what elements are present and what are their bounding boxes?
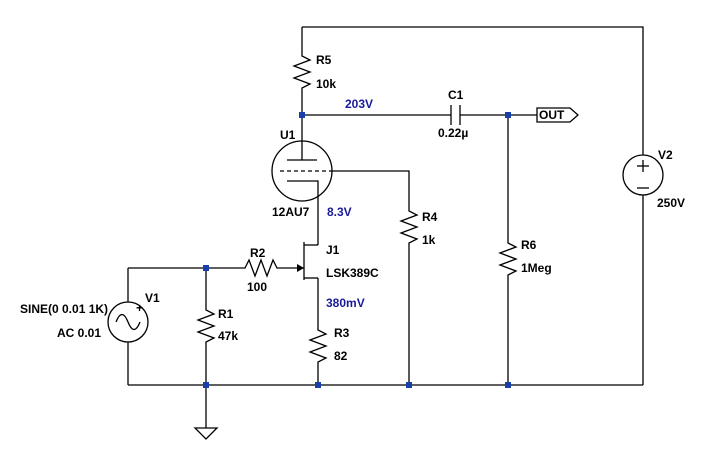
r2-value: 100	[247, 280, 267, 294]
r3-ref: R3	[334, 326, 350, 340]
v1-plus-sign: +	[136, 301, 143, 315]
c1-ref: C1	[448, 88, 464, 102]
v1-source-spec: SINE(0 0.01 1K)	[20, 302, 108, 316]
u1-ref: U1	[280, 128, 296, 142]
v2-value: 250V	[657, 196, 685, 210]
cathode-voltage-label: 8.3V	[327, 205, 352, 219]
resistor-r3[interactable]: R3 82	[308, 324, 350, 366]
resistor-r6[interactable]: R6 1Meg	[498, 237, 552, 279]
out-label-text: OUT	[539, 108, 565, 122]
j1-value: LSK389C	[326, 266, 379, 280]
u1-value: 12AU7	[272, 205, 310, 219]
r2-ref: R2	[250, 246, 266, 260]
j1-ref: J1	[326, 243, 340, 257]
jfet-j1[interactable]: J1 LSK389C	[297, 242, 379, 280]
resistor-r5[interactable]: R5 10k	[292, 50, 336, 92]
r5-value: 10k	[316, 77, 336, 91]
v1-ref: V1	[145, 291, 160, 305]
resistor-r2[interactable]: R2 100	[239, 246, 281, 294]
capacitor-c1[interactable]: C1 0.22µ	[438, 88, 468, 140]
r1-ref: R1	[218, 307, 234, 321]
resistor-r4[interactable]: R4 1k	[399, 205, 438, 247]
r3-value: 82	[334, 349, 348, 363]
r1-value: 47k	[218, 329, 238, 343]
v1-ac-spec: AC 0.01	[57, 326, 101, 340]
ground-symbol	[193, 427, 219, 440]
r6-value: 1Meg	[521, 261, 552, 275]
r6-ref: R6	[521, 238, 537, 252]
junction-nodes	[203, 112, 511, 388]
plate-voltage-label: 203V	[345, 97, 373, 111]
r4-value: 1k	[422, 233, 436, 247]
out-net-label[interactable]: OUT	[536, 107, 579, 123]
r5-ref: R5	[316, 53, 332, 67]
v2-ref: V2	[658, 148, 673, 162]
source-voltage-label: 380mV	[326, 296, 365, 310]
c1-value: 0.22µ	[438, 126, 468, 140]
sine-source-v1[interactable]: + V1 SINE(0 0.01 1K) AC 0.01	[20, 291, 160, 343]
r4-ref: R4	[422, 210, 438, 224]
wires	[127, 26, 644, 428]
triode-u1[interactable]: U1 12AU7	[271, 128, 333, 219]
resistor-r1[interactable]: R1 47k	[196, 304, 238, 346]
voltage-source-v2[interactable]: V2 250V	[622, 148, 685, 210]
